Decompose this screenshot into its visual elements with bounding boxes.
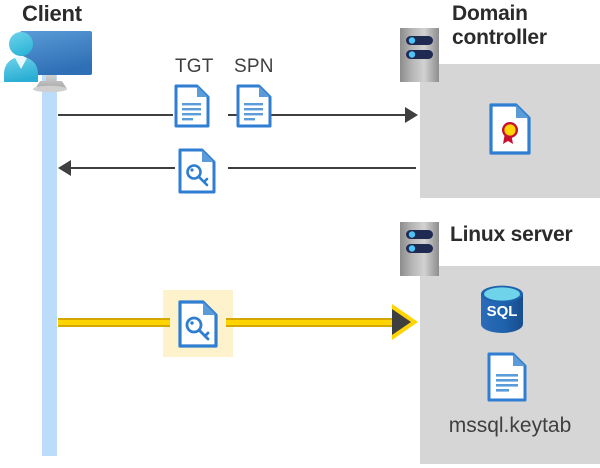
service-ticket-line-segment-2 (226, 318, 399, 327)
server-rack-icon-linux (400, 222, 439, 276)
certificate-document-icon (489, 103, 531, 155)
response-line-segment-2 (228, 167, 416, 169)
server-rack-icon-domain-controller (400, 28, 439, 82)
ticket-key-document-icon (178, 148, 216, 194)
spn-document-icon (236, 84, 272, 128)
spn-label: SPN (234, 56, 274, 77)
request-line-segment-3 (286, 114, 412, 116)
linux-server-title: Linux server (450, 223, 573, 246)
keytab-filename-label: mssql.keytab (448, 414, 572, 437)
client-title: Client (22, 1, 82, 26)
tgt-document-icon (174, 84, 210, 128)
service-ticket-arrowhead-inner (392, 309, 411, 335)
tgt-label: TGT (175, 56, 214, 77)
request-arrowhead-right (405, 107, 418, 123)
keytab-document-icon (487, 352, 527, 402)
sql-database-icon: SQL (478, 285, 526, 333)
request-line-segment-1 (58, 114, 173, 116)
response-arrowhead-left (58, 160, 71, 176)
client-lifeline (42, 75, 57, 456)
service-ticket-line-segment-1 (58, 318, 170, 327)
service-ticket-key-document-icon (178, 300, 218, 348)
response-line-segment-1 (70, 167, 175, 169)
client-workstation-icon (2, 26, 98, 98)
svg-text:SQL: SQL (487, 303, 518, 320)
